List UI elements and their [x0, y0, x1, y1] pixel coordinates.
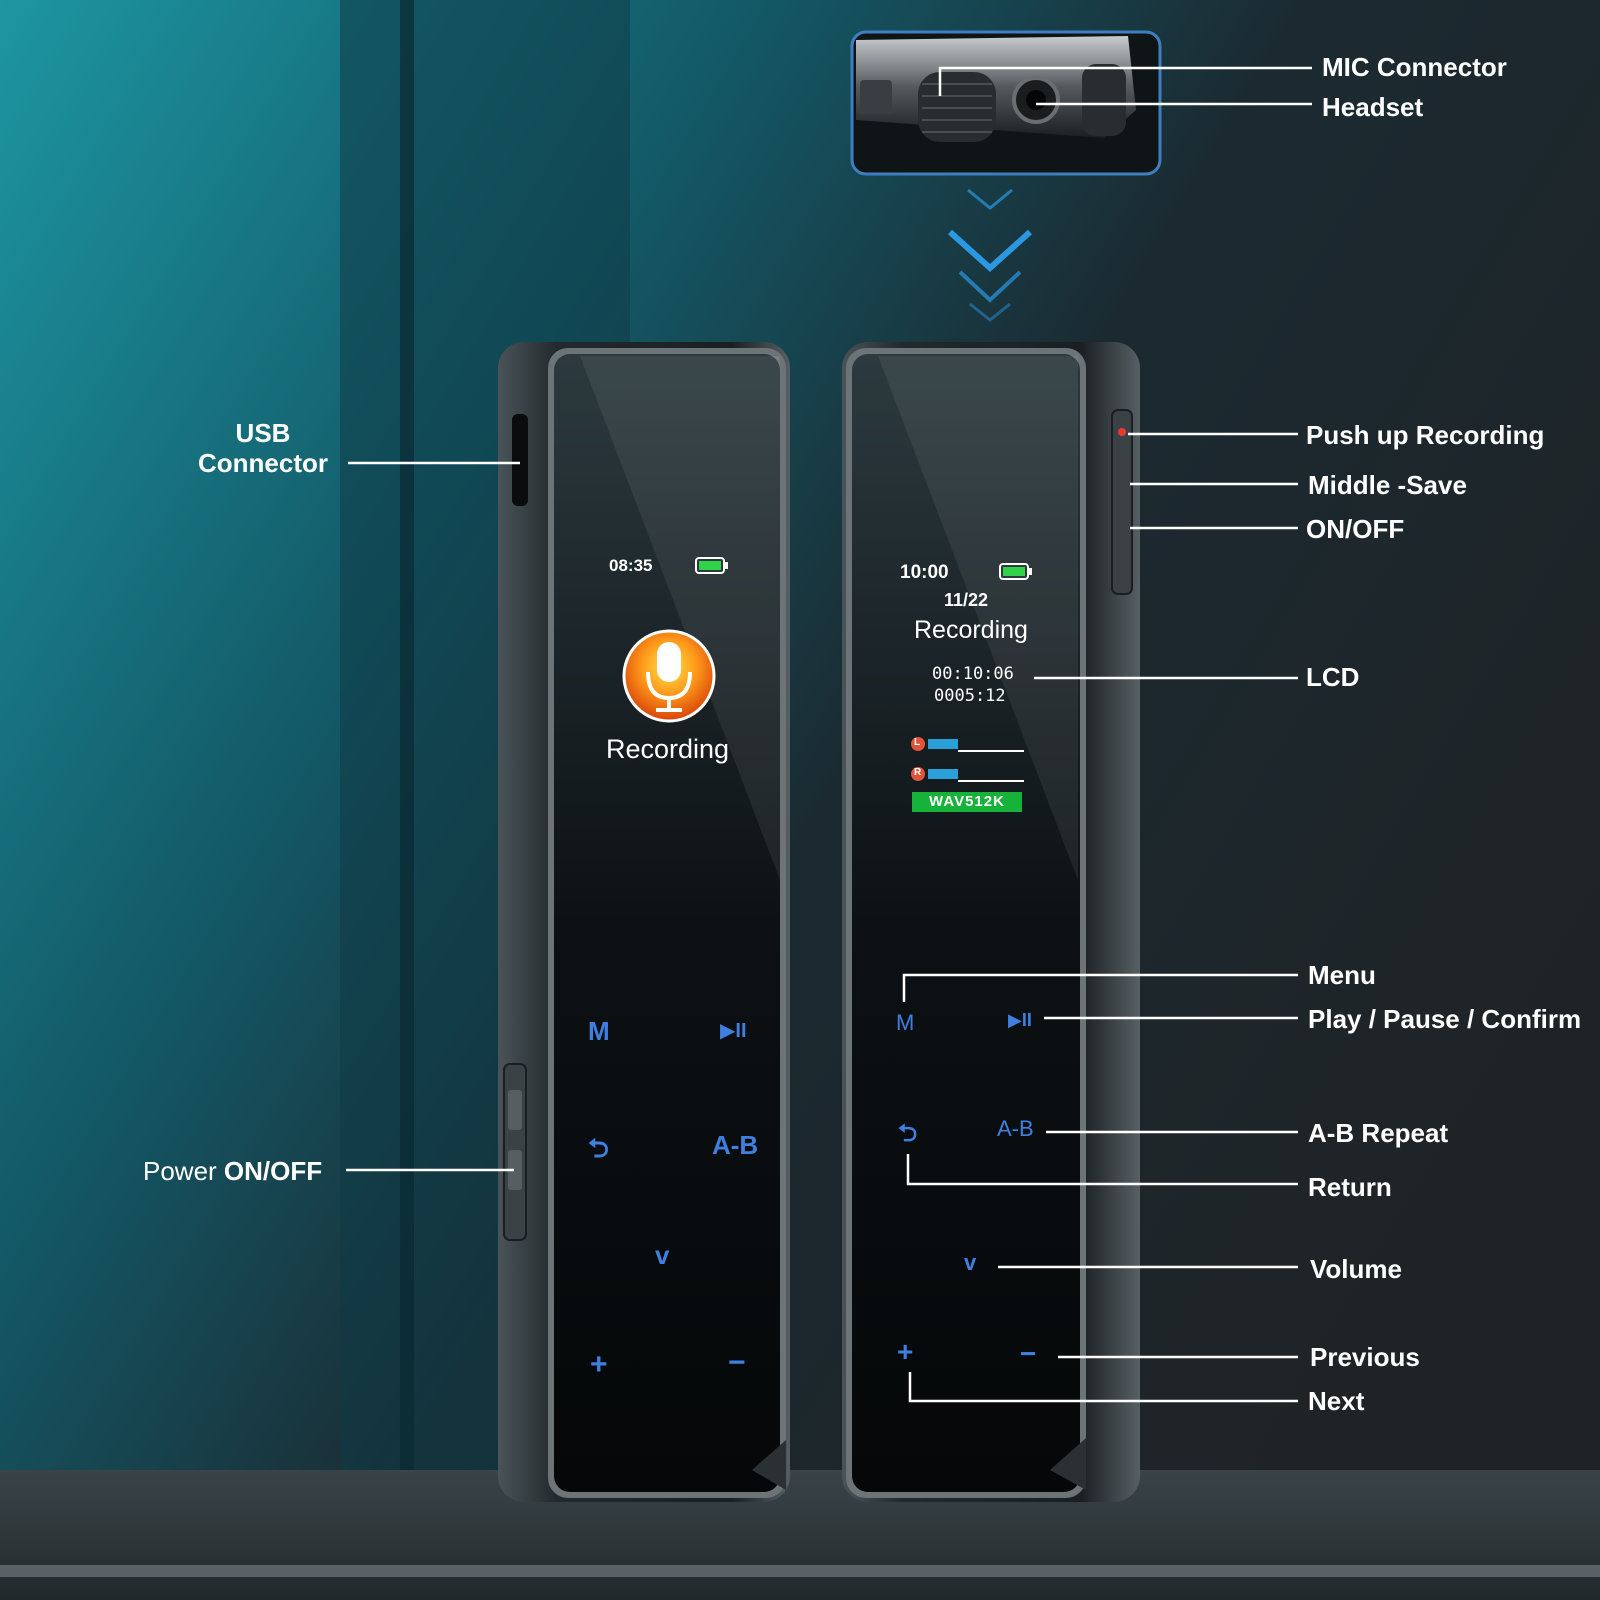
mic-grille-mesh: [922, 83, 992, 133]
leader-next: [908, 1372, 1298, 1403]
right-screen-elapsed: 00:10:06: [932, 664, 1014, 684]
label-usb-line2: Connector: [198, 448, 328, 478]
left-recorder-device: [498, 342, 790, 1502]
leader-menu: [902, 973, 1298, 1002]
left-screen-time: 08:35: [609, 556, 653, 575]
record-indicator-dot: [1118, 428, 1126, 436]
left-key-plus[interactable]: +: [590, 1348, 608, 1381]
label-next: Next: [1308, 1386, 1365, 1416]
right-screen-file-index: 11/22: [944, 590, 989, 610]
left-key-play-pause[interactable]: ▶II: [720, 1020, 747, 1042]
microphone-icon: [622, 629, 716, 723]
leader-mic-connector: [938, 66, 1312, 96]
right-key-minus[interactable]: −: [1020, 1338, 1037, 1369]
right-screen-remaining: 0005:12: [934, 686, 1006, 706]
right-format-badge: WAV512K: [912, 792, 1022, 812]
label-mic-connector: MIC Connector: [1322, 52, 1507, 82]
left-key-menu[interactable]: M: [588, 1016, 610, 1046]
right-key-volume[interactable]: v: [964, 1250, 977, 1275]
right-key-menu[interactable]: M: [896, 1010, 915, 1035]
right-channel-left: L: [914, 737, 921, 748]
left-key-ab[interactable]: A-B: [712, 1130, 759, 1160]
right-screen-time: 10:00: [900, 562, 949, 583]
label-push-up-recording: Push up Recording: [1306, 420, 1545, 450]
label-usb-line1: USB: [235, 418, 291, 448]
usb-connector-port: [512, 414, 528, 506]
right-recorder-device: [842, 342, 1140, 1502]
floor: [0, 1470, 1600, 1600]
leader-return: [906, 1154, 1298, 1186]
right-key-return[interactable]: ⮌: [898, 1120, 918, 1147]
label-ab-repeat: A-B Repeat: [1308, 1118, 1449, 1148]
label-on-off: ON/OFF: [1306, 514, 1405, 544]
battery-icon: [999, 563, 1032, 580]
right-key-play-pause[interactable]: ▶II: [1008, 1010, 1032, 1030]
left-key-minus[interactable]: −: [728, 1346, 746, 1379]
label-middle-save: Middle -Save: [1308, 470, 1467, 500]
right-key-plus[interactable]: +: [897, 1336, 914, 1367]
left-key-volume[interactable]: v: [655, 1240, 670, 1270]
right-channel-right: R: [914, 767, 922, 778]
left-key-return[interactable]: ⮌: [588, 1133, 609, 1163]
chevron-down-icon: [947, 188, 1033, 322]
label-power-suffix: ON/OFF: [223, 1156, 323, 1186]
label-volume: Volume: [1310, 1254, 1402, 1284]
right-screen-status: Recording: [914, 616, 1028, 644]
battery-icon: [695, 557, 728, 574]
label-previous: Previous: [1310, 1342, 1420, 1372]
leader-lines: [346, 66, 1312, 1403]
left-screen-status: Recording: [606, 734, 730, 764]
label-menu: Menu: [1308, 960, 1376, 990]
right-key-ab[interactable]: A-B: [997, 1116, 1034, 1141]
level-meters: [911, 737, 1024, 782]
label-usb-connector: USB Connector: [190, 418, 336, 478]
label-headset: Headset: [1322, 92, 1424, 122]
wall-panel-edge: [400, 0, 414, 1470]
floor-reflection: [0, 1565, 1600, 1577]
label-power-on-off: Power ON/OFF: [143, 1156, 322, 1186]
side-slide-switch: [1111, 409, 1133, 595]
label-lcd: LCD: [1306, 662, 1360, 692]
label-return: Return: [1308, 1172, 1392, 1202]
label-power-prefix: Power: [143, 1156, 224, 1186]
label-play-pause-confirm: Play / Pause / Confirm: [1308, 1004, 1582, 1034]
